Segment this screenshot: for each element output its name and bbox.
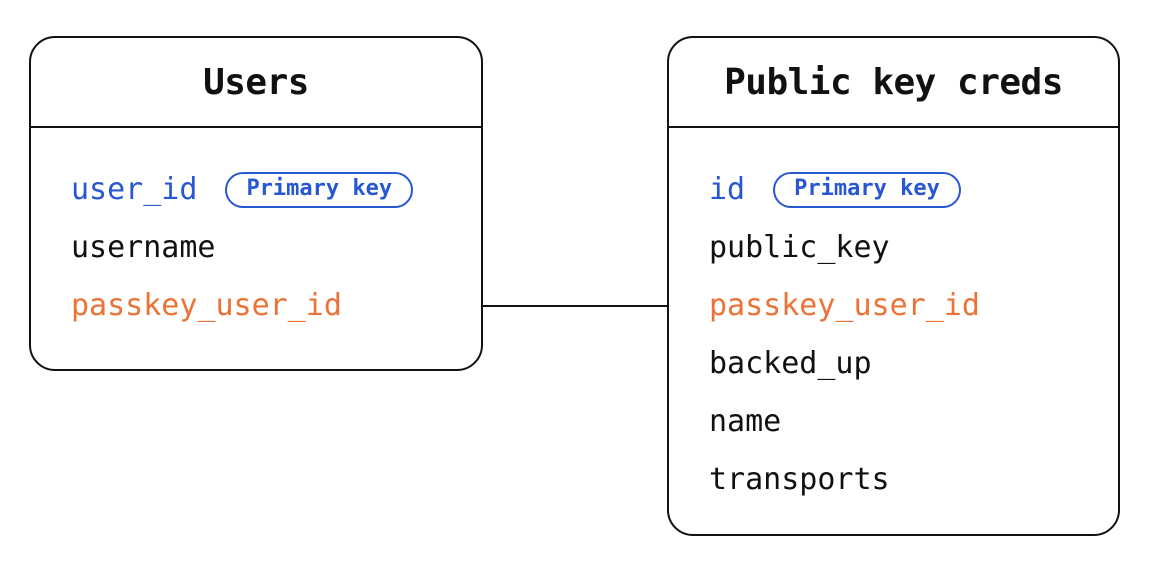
field-name: backed_up <box>709 346 872 381</box>
field-row-public-key: public_key <box>709 219 1106 277</box>
field-row-user-id: user_id Primary key <box>71 161 469 219</box>
field-name: id <box>709 172 746 207</box>
field-row-passkey-user-id: passkey_user_id <box>71 277 469 335</box>
table-title: Users <box>203 61 309 103</box>
field-row-id: id Primary key <box>709 161 1106 219</box>
field-row-passkey-user-id: passkey_user_id <box>709 277 1106 335</box>
field-name: transports <box>709 462 890 497</box>
field-row-transports: transports <box>709 451 1106 509</box>
table-header: Users <box>31 38 481 128</box>
field-name: user_id <box>71 172 198 207</box>
field-name: name <box>709 404 782 439</box>
table-fields: id Primary key public_key passkey_user_i… <box>669 128 1118 509</box>
table-header: Public key creds <box>669 38 1118 128</box>
field-name: username <box>71 230 216 265</box>
table-fields: user_id Primary key username passkey_use… <box>31 128 481 335</box>
primary-key-badge: Primary key <box>225 172 414 208</box>
table-title: Public key creds <box>724 61 1063 103</box>
field-row-backed-up: backed_up <box>709 335 1106 393</box>
field-name: passkey_user_id <box>709 288 980 323</box>
primary-key-badge: Primary key <box>773 172 961 208</box>
field-row-name: name <box>709 393 1106 451</box>
table-node-public-key-creds: Public key creds id Primary key public_k… <box>667 36 1120 536</box>
field-row-username: username <box>71 219 469 277</box>
table-node-users: Users user_id Primary key username passk… <box>29 36 483 371</box>
relationship-line <box>483 305 667 307</box>
field-name: public_key <box>709 230 890 265</box>
field-name: passkey_user_id <box>71 288 342 323</box>
